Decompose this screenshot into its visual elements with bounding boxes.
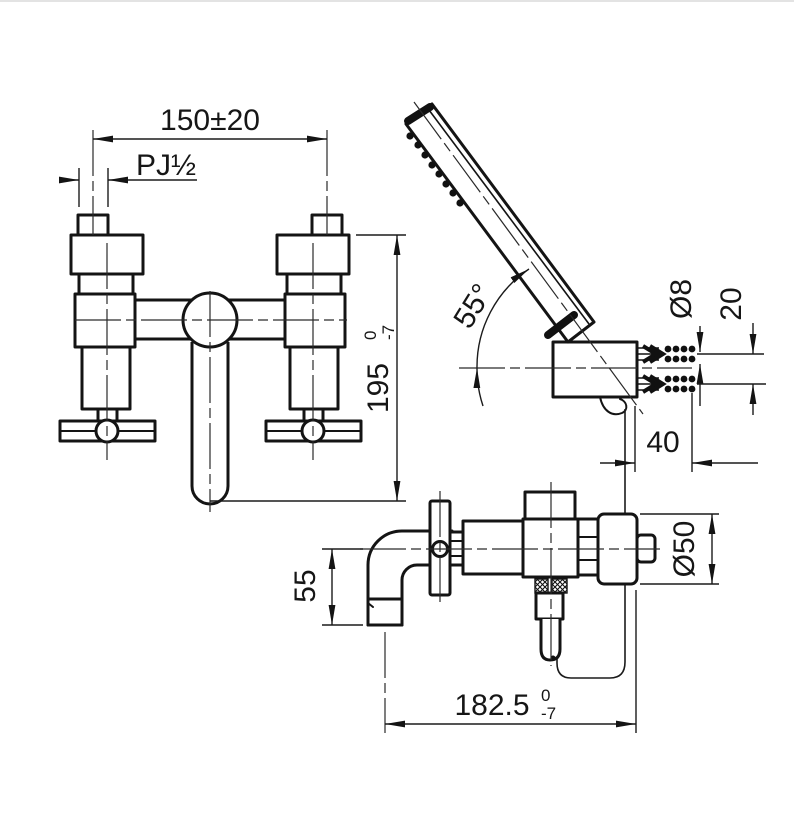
bracket-hook [599, 396, 628, 416]
hole-pitch-label: 20 [715, 287, 748, 320]
hand-shower: 55° Ø8 20 40 [404, 101, 766, 679]
dim-reach-tol-hi: 0 [541, 686, 550, 705]
dim-height-value: 195 [362, 363, 395, 413]
side-view: 55 Ø50 182.5 0 -7 [289, 482, 719, 733]
dim-thread: PJ½ [59, 149, 197, 207]
side-cross-handle [428, 499, 465, 597]
dim-reach-tol-lo: -7 [541, 704, 556, 723]
wand-inner-line [428, 109, 590, 325]
spray-jets-top [637, 344, 696, 364]
front-centerlines [75, 130, 347, 512]
dim-hole-dia: Ø8 [665, 279, 704, 406]
dim-angle: 55° [447, 268, 530, 407]
dim-flange-dia: Ø50 [640, 513, 719, 585]
front-view: 150±20 PJ½ 195 0 -7 [58, 104, 406, 512]
spray-jets-bottom [637, 374, 696, 394]
angle-label: 55° [447, 278, 499, 334]
spout-side [366, 529, 454, 627]
dim-bracket-offset: 40 [600, 393, 758, 472]
bracket-offset-label: 40 [646, 426, 679, 459]
dim-height-tol-lo: -7 [379, 325, 398, 340]
shower-wand [404, 102, 596, 344]
wall-bracket [551, 340, 639, 399]
shower-centerlines [413, 101, 692, 415]
dim-height: 195 0 -7 [210, 234, 406, 502]
thread-label: PJ½ [136, 149, 196, 182]
valve-body [461, 490, 600, 579]
dim-height-tol-hi: 0 [361, 331, 380, 340]
side-centerlines [360, 482, 660, 733]
wand-head-cap [404, 103, 434, 125]
dim-inlet-spacing-label: 150±20 [160, 104, 260, 137]
dim-reach-value: 182.5 [454, 689, 529, 722]
spray-face-nubs [406, 132, 464, 207]
shower-hose [556, 409, 626, 679]
dim-hole-pitch: 20 [697, 287, 766, 415]
dim-reach: 182.5 0 -7 [385, 590, 637, 733]
flange-dia-label: Ø50 [668, 521, 701, 578]
hole-dia-label: Ø8 [665, 279, 698, 319]
spout-drop-label: 55 [289, 569, 322, 602]
wand-grip-band [544, 311, 578, 339]
dim-inlet-spacing: 150±20 [93, 104, 327, 143]
dim-spout-drop: 55 [289, 548, 363, 626]
